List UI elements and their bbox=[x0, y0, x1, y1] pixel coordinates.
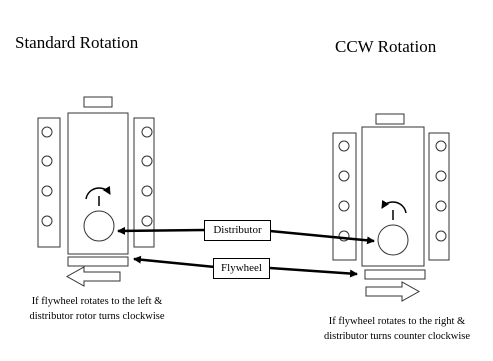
standard-flywheel bbox=[67, 256, 129, 267]
ccw-engine-block bbox=[361, 126, 425, 267]
ccw-flywheel-right-arrow bbox=[365, 281, 421, 302]
ccw-distributor bbox=[377, 224, 409, 256]
standard-left-head bbox=[37, 117, 61, 248]
flywheel-label: Flywheel bbox=[213, 258, 270, 279]
flywheel-arrow-right bbox=[269, 266, 358, 278]
ccw-rotation-caption: If flywheel rotates to the right & distr… bbox=[316, 314, 478, 344]
ccw-caption-line2: distributor turns counter clockwise bbox=[323, 331, 471, 342]
ccw-rotation-title: CCW Rotation bbox=[335, 37, 437, 56]
standard-engine bbox=[37, 96, 155, 287]
ccw-right-head bbox=[428, 132, 450, 261]
ccw-caption-line1: If flywheel rotates to the right & bbox=[328, 316, 466, 327]
standard-clockwise-rotor-icon bbox=[85, 185, 111, 200]
standard-right-head bbox=[133, 117, 155, 248]
ccw-counterclockwise-rotor-icon bbox=[381, 199, 407, 214]
standard-engine-block bbox=[67, 112, 129, 255]
standard-rotation-title: Standard Rotation bbox=[15, 33, 139, 52]
ccw-engine bbox=[332, 113, 450, 302]
standard-flywheel-left-arrow bbox=[65, 266, 121, 287]
standard-front-cover bbox=[83, 96, 113, 108]
ccw-flywheel bbox=[364, 269, 426, 280]
distributor-arrow-left bbox=[117, 226, 206, 235]
ccw-left-head bbox=[332, 132, 357, 261]
standard-caption-line2: distributor rotor turns clockwise bbox=[29, 311, 165, 322]
standard-caption-line1: If flywheel rotates to the left & bbox=[31, 296, 163, 307]
standard-distributor bbox=[83, 210, 115, 242]
distributor-label: Distributor bbox=[204, 220, 271, 241]
ccw-front-cover bbox=[375, 113, 405, 125]
standard-rotation-caption: If flywheel rotates to the left & distri… bbox=[22, 294, 172, 324]
distributor-arrow-right bbox=[269, 229, 375, 245]
flywheel-arrow-left bbox=[133, 255, 216, 269]
